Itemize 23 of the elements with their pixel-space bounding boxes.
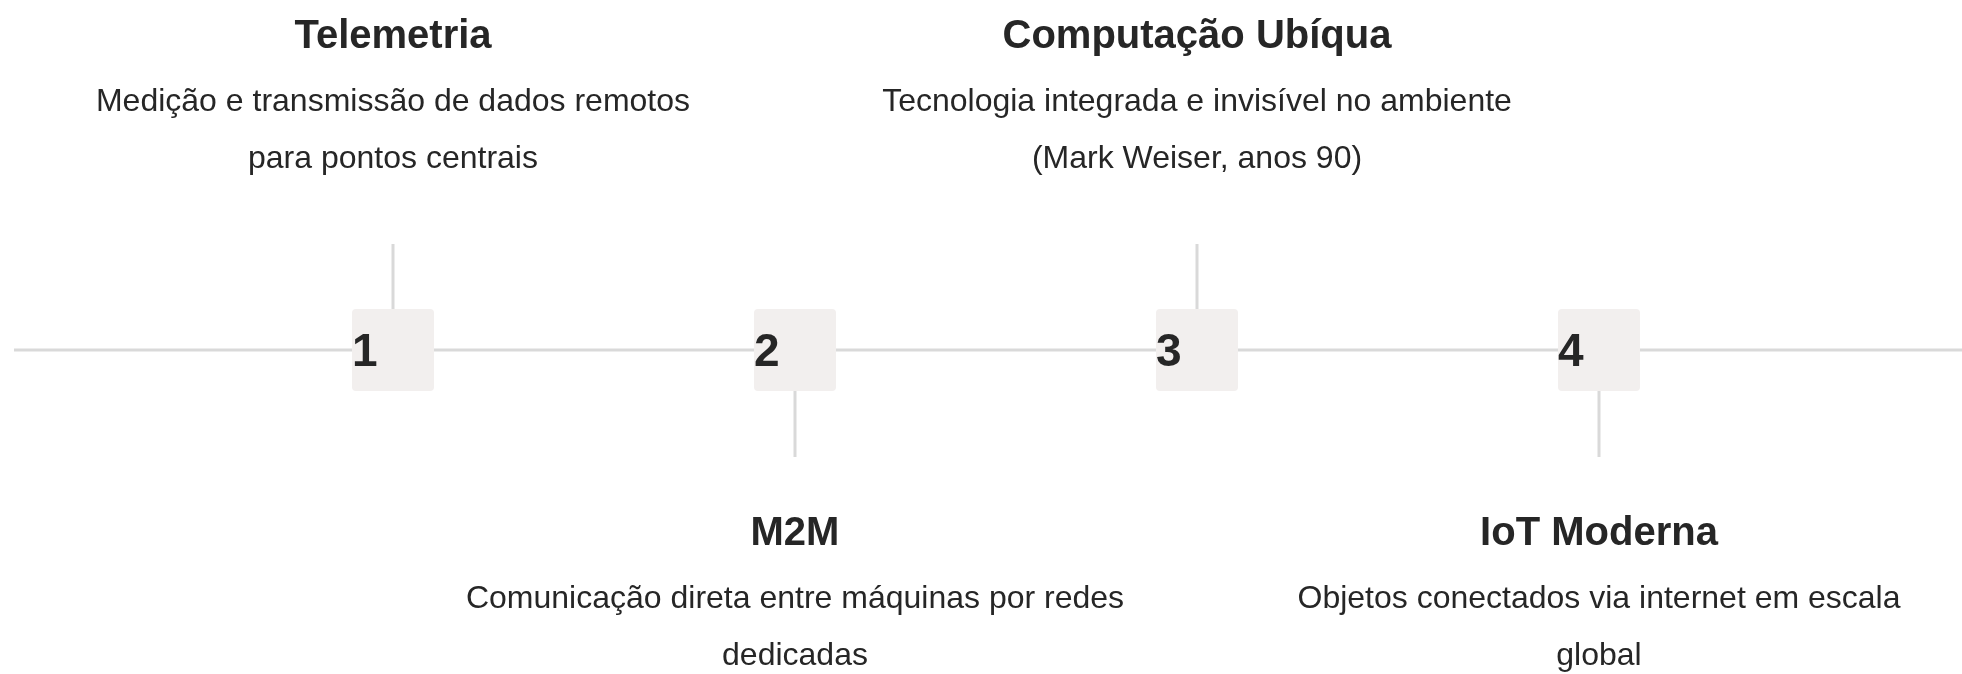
step-number: 4 — [1558, 323, 1584, 377]
connector-line — [391, 244, 395, 309]
step-number: 2 — [754, 323, 780, 377]
connector-line — [1195, 244, 1199, 309]
event-title: Telemetria — [294, 11, 492, 58]
step-number-box — [352, 309, 434, 391]
timeline-line — [1238, 348, 1558, 352]
step-number: 3 — [1156, 323, 1182, 377]
step-number: 1 — [352, 323, 378, 377]
step-number-box — [1558, 309, 1640, 391]
event-description: Objetos conectados via internet em escala global — [1296, 578, 1902, 674]
step-number-box — [1156, 309, 1238, 391]
connector-line — [793, 391, 797, 457]
connector-line — [1597, 391, 1601, 457]
event-description: Comunicação direta entre máquinas por redes dedicadas — [464, 578, 1126, 674]
event-title: Computação Ubíqua — [1002, 11, 1392, 58]
step-number-box — [754, 309, 836, 391]
timeline-line — [434, 348, 754, 352]
event-title: M2M — [750, 508, 840, 555]
timeline-line — [836, 348, 1156, 352]
event-description: Tecnologia integrada e invisível no ambiente (Mark Weiser, anos 90) — [881, 81, 1513, 177]
event-title: IoT Moderna — [1480, 508, 1718, 555]
event-description: Medição e transmissão de dados remotos para pontos centrais — [94, 81, 692, 177]
